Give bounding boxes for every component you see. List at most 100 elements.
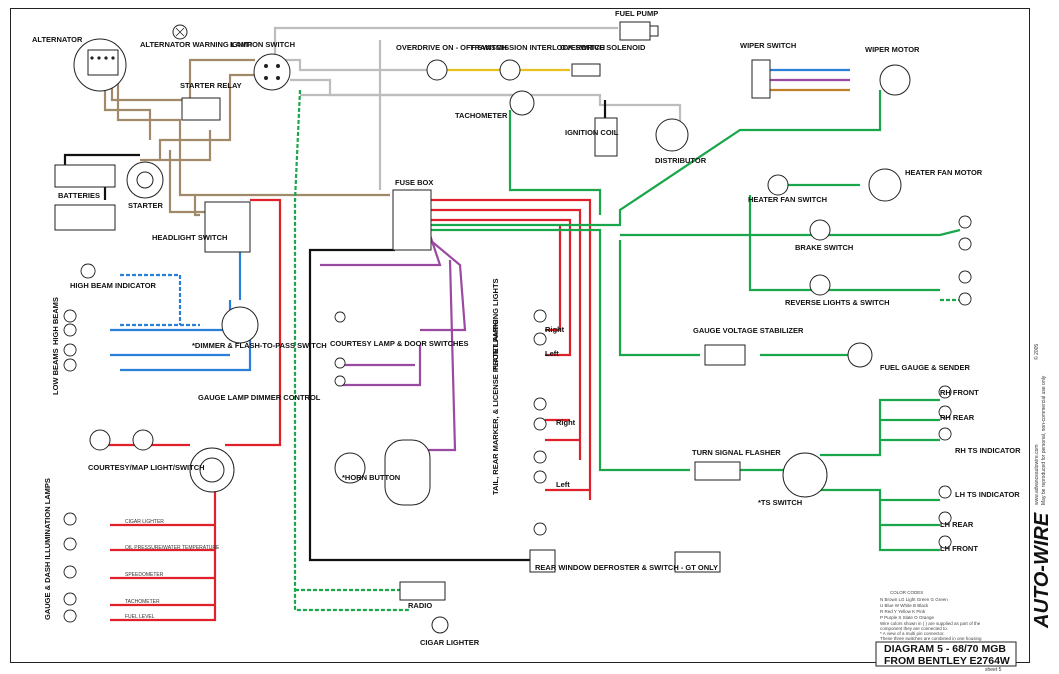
label-reverse-switch: REVERSE LIGHTS & SWITCH (785, 298, 890, 307)
label-high-beam-indicator: HIGH BEAM INDICATOR (70, 281, 157, 290)
wiper-motor (879, 64, 911, 96)
label-front-parking: FRONT PARKING LIGHTS (491, 278, 500, 370)
legend-heading: COLOR CODES (890, 590, 923, 595)
distributor (655, 118, 689, 152)
label-left-rear: Left (556, 480, 570, 489)
fuel-gauge (847, 342, 873, 368)
diagram-title: DIAGRAM 5 - 68/70 MGB (884, 643, 1006, 655)
cigar-lighter (431, 616, 449, 634)
rear-defroster (529, 549, 721, 573)
label-tachometer: TACHOMETER (455, 111, 508, 120)
starter-relay (181, 97, 221, 121)
wiper-switch (751, 59, 771, 99)
heater-fan-switch (767, 174, 789, 196)
blue-dashed-wires (120, 273, 200, 327)
alternator-warning-lamp (172, 24, 188, 40)
overdrive-switch (426, 59, 448, 81)
horn-button (334, 439, 431, 506)
misc-wires (445, 68, 850, 92)
label-od-solenoid: OVERDRIVE SOLENOID (560, 43, 646, 52)
legend-note-3: * A view of a multi pin connector. (880, 631, 945, 636)
label-headlight-switch: HEADLIGHT SWITCH (152, 233, 227, 242)
reverse-switch (809, 274, 831, 296)
label-alternator: ALTERNATOR (32, 35, 83, 44)
interlock-switch (499, 59, 521, 81)
label-courtesy-map: COURTESY/MAP LIGHT/SWITCH (88, 463, 205, 472)
tachometer-gauge (509, 90, 535, 116)
label-rear-defroster: REAR WINDOW DEFROSTER & SWITCH - GT ONLY (535, 563, 718, 572)
starter (126, 161, 164, 199)
label-lamp-cigar: CIGAR LIGHTER (125, 519, 164, 525)
ignition-switch (253, 53, 291, 91)
batteries (54, 164, 116, 231)
green-wires (430, 90, 961, 552)
heater-fan-motor (868, 168, 902, 202)
gauge-stabilizer (704, 344, 746, 366)
label-low-beams: LOW BEAMS (51, 348, 60, 395)
copyright: © 2005 (1033, 344, 1040, 360)
legend-row-3: R Red Y Yellow K Pink (880, 609, 926, 614)
label-wiper-switch: WIPER SWITCH (740, 41, 796, 50)
courtesy-map-light (89, 429, 154, 451)
label-overdrive-switch: OVERDRIVE ON - OFF SWITCH (396, 43, 507, 52)
lamp-bulbs (63, 215, 972, 623)
label-rh-rear: RH REAR (940, 413, 975, 422)
label-radio: RADIO (408, 601, 432, 610)
headlight-switch (204, 201, 251, 253)
brand-logo: AUTO-WIRE (1031, 512, 1053, 629)
red-wires (100, 198, 592, 622)
label-interlock: TRANSMISSION INTERLOCK SWITCH (470, 43, 605, 52)
label-high-beams: HIGH BEAMS (51, 297, 60, 345)
label-right-front: Right (545, 325, 565, 334)
label-ts-switch: *TS SWITCH (758, 498, 802, 507)
label-ignition-coil: IGNITION COIL (565, 128, 619, 137)
radio (399, 581, 446, 601)
diagram-subtitle: FROM BENTLEY E2764W (884, 655, 1010, 667)
brown-wires (103, 58, 390, 217)
label-distributor: DISTRIBUTOR (655, 156, 707, 165)
legend-row-2: U Blue W White B Black (880, 603, 929, 608)
ignition-coil (594, 117, 618, 157)
legend-note-4: These three switches are combined in one… (880, 636, 982, 641)
gauge-dimmer-control (189, 447, 235, 493)
label-turn-flasher: TURN SIGNAL FLASHER (692, 448, 781, 457)
color-code-legend: COLOR CODES N Brown LG Light Green G Gre… (880, 590, 982, 641)
label-rh-ts: RH TS INDICATOR (955, 446, 1021, 455)
permission: May be reproduced for personal, non-comm… (1041, 375, 1047, 505)
label-lamp-oil: OIL PRESSURE/WATER TEMPERATURE (125, 545, 220, 551)
white-wires (273, 26, 682, 190)
label-gauge-dimmer: GAUGE LAMP DIMMER CONTROL (198, 393, 321, 402)
label-cigar-lighter: CIGAR LIGHTER (420, 638, 480, 647)
label-right-rear: Right (556, 418, 576, 427)
sheet-label: sheet 5 (985, 667, 1002, 673)
label-lh-rear: LH REAR (940, 520, 974, 529)
purple-wires (320, 78, 850, 452)
label-gauge-stabilizer: GAUGE VOLTAGE STABILIZER (693, 326, 804, 335)
label-lamp-fuel: FUEL LEVEL (125, 614, 155, 620)
label-heater-fan-motor: HEATER FAN MOTOR (905, 168, 983, 177)
label-fuel-pump: FUEL PUMP (615, 9, 658, 18)
label-lh-front: LH FRONT (940, 544, 978, 553)
dimmer-switch (221, 306, 259, 344)
title-block: DIAGRAM 5 - 68/70 MGB FROM BENTLEY E2764… (875, 641, 1017, 667)
diagram-frame (10, 8, 1030, 663)
label-batteries: BATTERIES (58, 191, 100, 200)
label-ignition-switch: IGNITION SWITCH (230, 40, 295, 49)
legend-note-1: Wire colors shown in ( ) are supplied as… (880, 621, 981, 626)
legend-row-1: N Brown LG Light Green G Green (880, 597, 948, 602)
label-fuel-gauge: FUEL GAUGE & SENDER (880, 363, 970, 372)
label-lh-ts: LH TS INDICATOR (955, 490, 1020, 499)
label-starter: STARTER (128, 201, 163, 210)
label-gauge-dash: GAUGE & DASH ILLUMINATION LAMPS (43, 478, 52, 620)
label-lamp-tach: TACHOMETER (125, 599, 160, 605)
ts-switch (782, 452, 828, 498)
fuel-pump (619, 21, 659, 41)
website: www.advanceautowire.com (1034, 444, 1040, 505)
label-starter-relay: STARTER RELAY (180, 81, 242, 90)
legend-note-2: component they are connected to. (880, 626, 948, 631)
overdrive-solenoid (571, 63, 601, 77)
label-horn: *HORN BUTTON (342, 473, 400, 482)
label-alt-warning: ALTERNATOR WARNING LAMP (140, 40, 252, 49)
turn-signal-flasher (694, 461, 741, 481)
